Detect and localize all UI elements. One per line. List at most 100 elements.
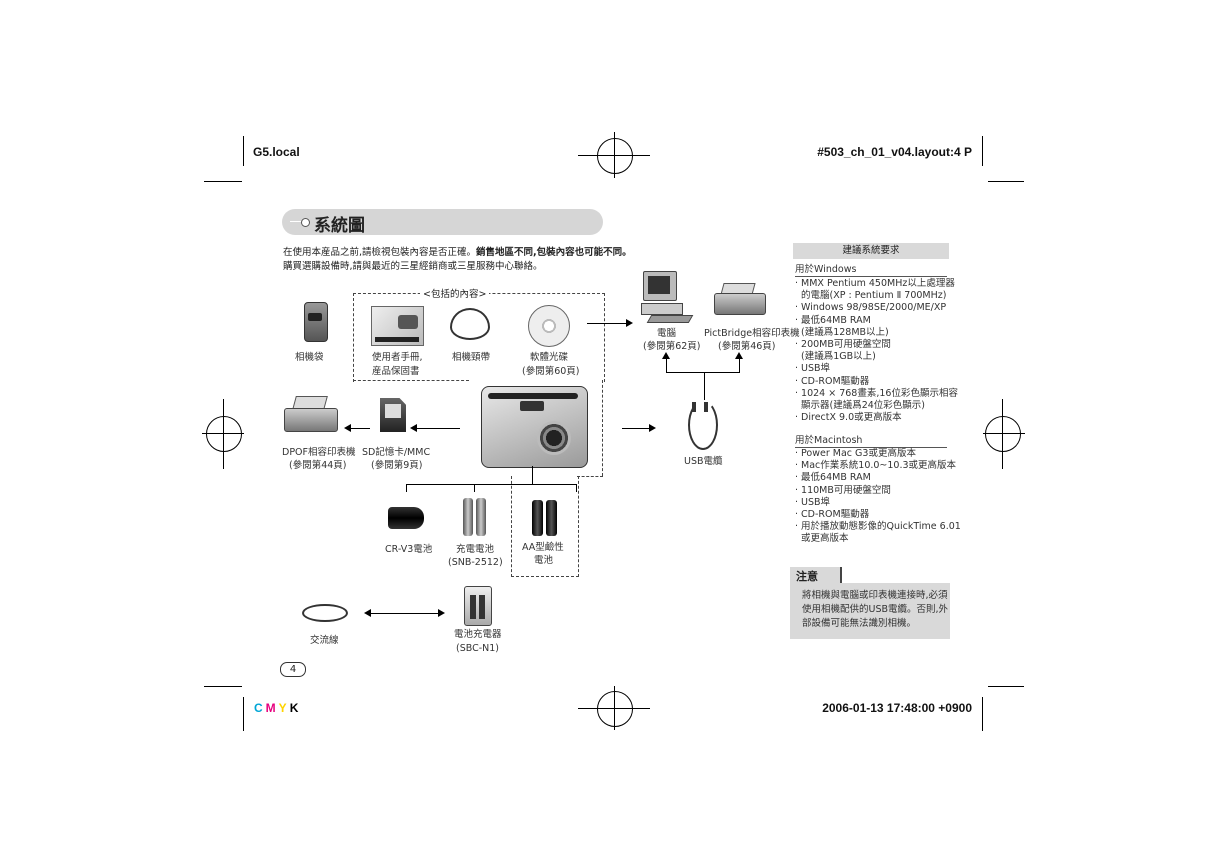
trim-mark xyxy=(988,686,1024,687)
mac-req-line: · Mac作業系統10.0~10.3或更高版本 xyxy=(795,460,957,472)
note-text: 將相機與電腦或印表機連接時,必須 使用相機配供的USB電纜。否則,外 部設備可能… xyxy=(802,589,948,631)
title-bullet-icon xyxy=(290,221,302,222)
package-label: <包括的內容> xyxy=(420,286,490,300)
caption-pc-1: 電腦 xyxy=(657,328,677,339)
caption-aa-2: 電池 xyxy=(534,555,554,566)
trim-mark xyxy=(204,686,242,687)
caption-pictbridge-2: (參閱第46頁) xyxy=(718,341,776,352)
connector-bar xyxy=(666,372,740,373)
caption-aa-1: AA型鹼性 xyxy=(522,542,564,553)
windows-req-line: (建議爲1GB以上) xyxy=(801,351,876,363)
caption-strap: 相機頸帶 xyxy=(452,352,491,363)
arrow-head-usb xyxy=(649,424,656,432)
cmyk-y: Y xyxy=(278,701,290,715)
mac-req-line: · CD-ROM驅動器 xyxy=(795,509,870,521)
caption-ac-cord: 交流線 xyxy=(310,635,339,646)
note-tab xyxy=(790,567,842,583)
windows-req-line: 的電腦(XP : Pentium Ⅱ 700MHz) xyxy=(801,290,947,302)
note-title: 注意 xyxy=(796,570,818,583)
trim-mark xyxy=(243,697,244,731)
note-line: 使用相機配供的USB電纜。否則,外 xyxy=(802,604,949,615)
mac-req-line: · 110MB可用硬盤空間 xyxy=(795,484,891,496)
arrow-head-left xyxy=(364,609,371,617)
windows-title: 用於Windows xyxy=(795,264,947,278)
arrow-to-pc xyxy=(587,323,627,324)
strap-icon xyxy=(450,308,490,340)
pc-icon xyxy=(641,271,694,323)
windows-req-line: · DirectX 9.0或更高版本 xyxy=(795,412,902,424)
mac-req-line: · Power Mac G3或更高版本 xyxy=(795,448,916,459)
note-line: 部設備可能無法識別相機。 xyxy=(802,618,917,629)
usb-connector xyxy=(692,402,696,412)
battery-bracket-up xyxy=(532,466,533,485)
arrow-to-usb xyxy=(622,428,650,429)
arrow-head-pc-up xyxy=(662,352,670,359)
arrow-to-sd xyxy=(416,428,460,429)
windows-req-line: · 1024 × 768畫素,16位彩色顯示相容 xyxy=(795,387,958,399)
dpof-printer-icon xyxy=(284,396,340,436)
windows-req-line: · 最低64MB RAM xyxy=(795,314,871,326)
caption-dpof-2: (參閱第44頁) xyxy=(289,460,347,471)
sd-card-icon xyxy=(380,398,406,432)
windows-req-line: · MMX Pentium 450MHz以上處理器 xyxy=(795,278,955,289)
page-title: 系統圖 xyxy=(314,216,365,236)
cr-v3-battery-icon xyxy=(388,507,424,529)
sidebar-header: 建議系統要求 xyxy=(793,243,949,259)
page-number: 4 xyxy=(280,662,306,677)
rechargeable-battery-icon xyxy=(463,498,487,536)
intro-bold: 銷售地區不同,包裝內容也可能不同。 xyxy=(476,247,632,258)
caption-camera-case: 相機袋 xyxy=(295,352,324,363)
connector-right-up xyxy=(739,358,740,373)
caption-pictbridge-1: PictBridge相容印表機 xyxy=(704,328,800,339)
caption-manual-1: 使用者手冊, xyxy=(372,352,423,363)
usb-connector-2 xyxy=(704,402,708,412)
slug-top-left: G5.local xyxy=(253,145,300,159)
battery-bracket-bar xyxy=(406,484,577,485)
caption-charger-2: (SBC-N1) xyxy=(456,643,500,654)
package-outline-bottom xyxy=(577,476,603,477)
trim-mark xyxy=(204,181,242,182)
camera-icon xyxy=(481,386,588,468)
arrow-head-dpof xyxy=(344,424,351,432)
caption-software-2: (參閱第60頁) xyxy=(522,366,580,377)
windows-req-line: · USB埠 xyxy=(795,363,831,375)
arrow-head-pc xyxy=(626,319,633,327)
caption-dpof-1: DPOF相容印表機 xyxy=(282,447,356,458)
intro-line-2: 購買選購設備時,請與最近的三星經銷商或三星服務中心聯絡。 xyxy=(283,261,543,272)
usb-cable-icon xyxy=(688,400,718,450)
caption-software-1: 軟體光碟 xyxy=(530,352,569,363)
slug-bottom-right: 2006-01-13 17:48:00 +0900 xyxy=(822,701,972,715)
windows-req-line: · Windows 98/98SE/2000/ME/XP xyxy=(795,302,947,314)
package-outline-aa xyxy=(511,476,579,577)
title-bar xyxy=(282,209,603,235)
windows-req-line: (建議爲128MB以上) xyxy=(801,326,889,338)
caption-manual-2: 産品保固書 xyxy=(372,366,420,377)
windows-req-line: 顯示器(建議爲24位彩色顯示) xyxy=(801,400,926,412)
caption-rechargeable-1: 充電電池 xyxy=(456,544,495,555)
caption-sd-2: (參閱第9頁) xyxy=(371,460,423,471)
caption-usb-cable: USB電纜 xyxy=(684,456,723,467)
arrow-to-dpof xyxy=(350,428,370,429)
package-outline-right xyxy=(602,380,603,476)
title-bullet-dot xyxy=(301,218,310,227)
arrow-head-right xyxy=(438,609,445,617)
mac-req-line: · 用於播放動態影像的QuickTime 6.01 xyxy=(795,521,961,533)
slug-top-right: #503_ch_01_v04.layout:4 P xyxy=(817,145,972,159)
windows-req-line: · CD-ROM驅動器 xyxy=(795,375,870,387)
aa-battery-icon xyxy=(532,500,558,536)
mac-req-line: · 最低64MB RAM xyxy=(795,472,871,484)
caption-rechargeable-2: (SNB-2512) xyxy=(448,557,503,568)
battery-bracket-left xyxy=(406,484,407,492)
arrow-head-sd xyxy=(410,424,417,432)
trim-mark xyxy=(243,136,244,166)
cd-icon xyxy=(528,305,570,347)
caption-cr-v3: CR-V3電池 xyxy=(385,544,433,555)
trim-mark xyxy=(988,181,1024,182)
arrow-head-printer-up xyxy=(735,352,743,359)
caption-sd-1: SD記憶卡/MMC xyxy=(362,447,431,458)
mac-requirements: · Power Mac G3或更高版本 · Mac作業系統10.0~10.3或更… xyxy=(795,448,961,546)
cmyk-c: C xyxy=(254,701,266,715)
windows-requirements: · MMX Pentium 450MHz以上處理器 的電腦(XP : Penti… xyxy=(795,278,958,424)
note-line: 將相機與電腦或印表機連接時,必須 xyxy=(802,590,948,601)
mac-title: 用於Macintosh xyxy=(795,435,947,449)
